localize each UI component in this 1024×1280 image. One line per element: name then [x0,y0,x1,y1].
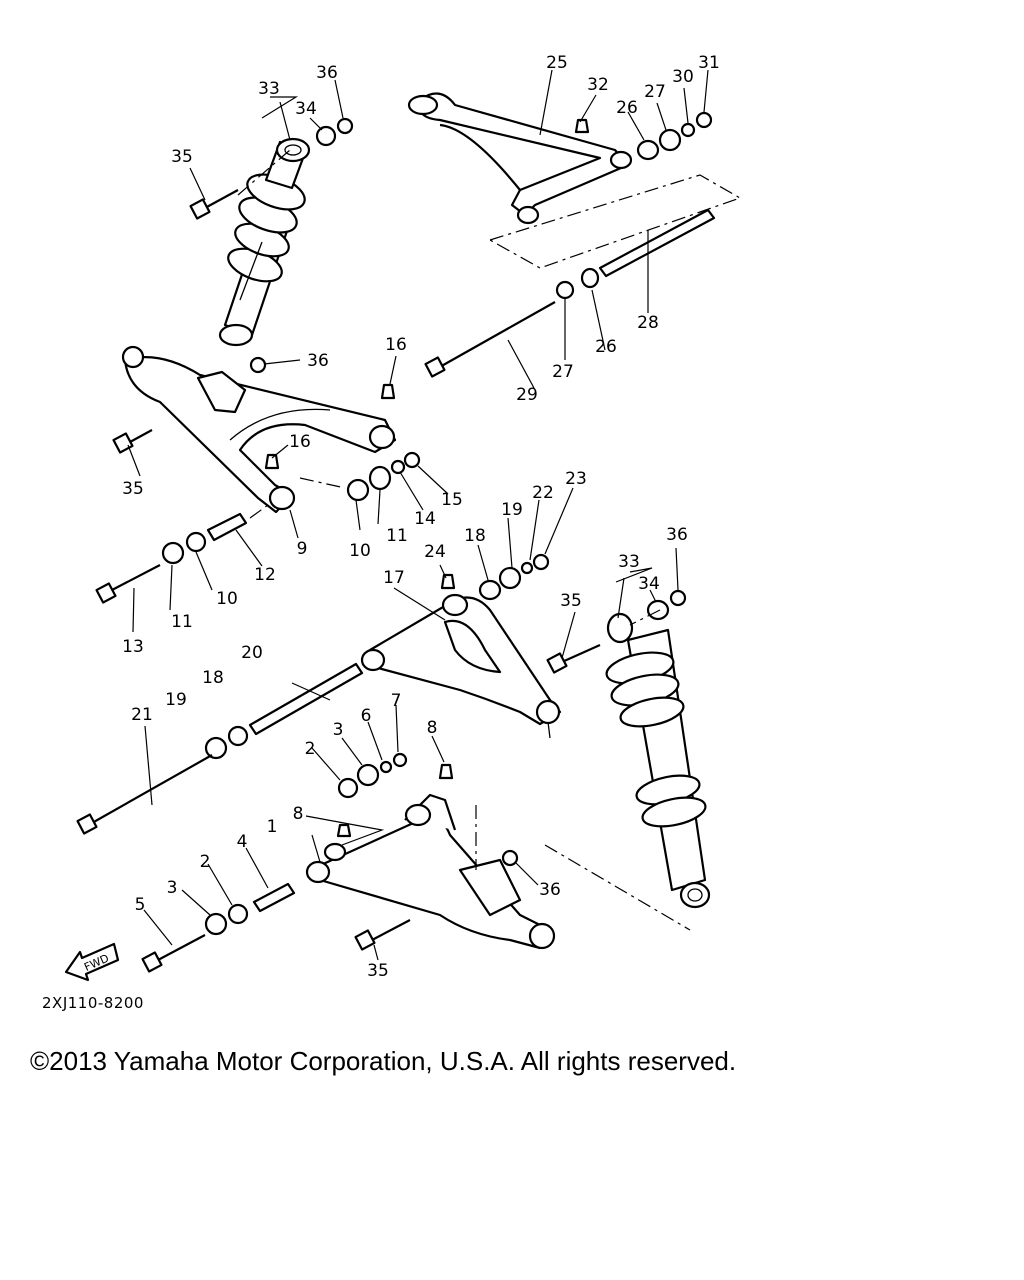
forward-direction-arrow: FWD [64,942,120,982]
callout-18: 18 [202,668,224,688]
callout-35: 35 [122,479,144,499]
callout-20: 20 [241,643,263,663]
shafts-and-bolts [76,111,716,973]
callout-13: 13 [122,637,144,657]
callout-18: 18 [464,526,486,546]
callout-35: 35 [560,591,582,611]
callout-30: 30 [672,67,694,87]
callout-14: 14 [414,509,436,529]
exploded-parts-diagram: FWD [64,53,742,982]
callout-29: 29 [516,385,538,405]
callout-23: 23 [565,469,587,489]
callout-19: 19 [165,690,187,710]
callout-leaders [127,69,709,961]
callout-32: 32 [587,75,609,95]
callout-19: 19 [501,500,523,520]
callout-3: 3 [167,878,178,898]
callout-36: 36 [666,525,688,545]
callout-7: 7 [391,691,402,711]
upper-right-a-arm [407,92,742,269]
callout-36: 36 [539,880,561,900]
callout-36: 36 [307,351,329,371]
callout-15: 15 [441,490,463,510]
callout-17: 17 [383,568,405,588]
callout-34: 34 [295,99,317,119]
callout-35: 35 [367,961,389,981]
callout-8: 8 [293,804,304,824]
callout-24: 24 [424,542,446,562]
callout-1: 1 [267,817,278,837]
callout-26: 26 [616,98,638,118]
callout-11: 11 [386,526,408,546]
callout-21: 21 [131,705,153,725]
upper-left-a-arm [121,345,397,514]
callout-2: 2 [200,852,211,872]
callout-numbers: 1 2 2 3 3 4 5 6 7 8 8 9 10 10 11 11 12 1… [122,53,720,981]
callout-10: 10 [349,541,371,561]
callout-35: 35 [171,147,193,167]
callout-33: 33 [618,552,640,572]
middle-a-arm [360,593,562,739]
callout-6: 6 [361,706,372,726]
callout-16: 16 [289,432,311,452]
assembly-centerlines [237,149,691,931]
copyright-notice: ©2013 Yamaha Motor Corporation, U.S.A. A… [30,1046,737,1076]
callout-16: 16 [385,335,407,355]
callout-10: 10 [216,589,238,609]
callout-11: 11 [171,612,193,632]
callout-3: 3 [333,720,344,740]
upper-left-shock-absorber [218,137,311,347]
callout-31: 31 [698,53,720,73]
callout-34: 34 [638,574,660,594]
lower-a-arm [305,793,556,950]
callout-26: 26 [595,337,617,357]
callout-27: 27 [552,362,574,382]
lower-right-shock-absorber [605,612,711,909]
callout-9: 9 [297,539,308,559]
callout-25: 25 [546,53,568,73]
callout-22: 22 [532,483,554,503]
callout-27: 27 [644,82,666,102]
diagram-code: 2XJ110-8200 [42,994,144,1012]
callout-2: 2 [305,739,316,759]
callout-5: 5 [135,895,146,915]
callout-12: 12 [254,565,276,585]
callout-33: 33 [258,79,280,99]
callout-4: 4 [237,832,248,852]
callout-28: 28 [637,313,659,333]
callout-36: 36 [316,63,338,83]
callout-8: 8 [427,718,438,738]
